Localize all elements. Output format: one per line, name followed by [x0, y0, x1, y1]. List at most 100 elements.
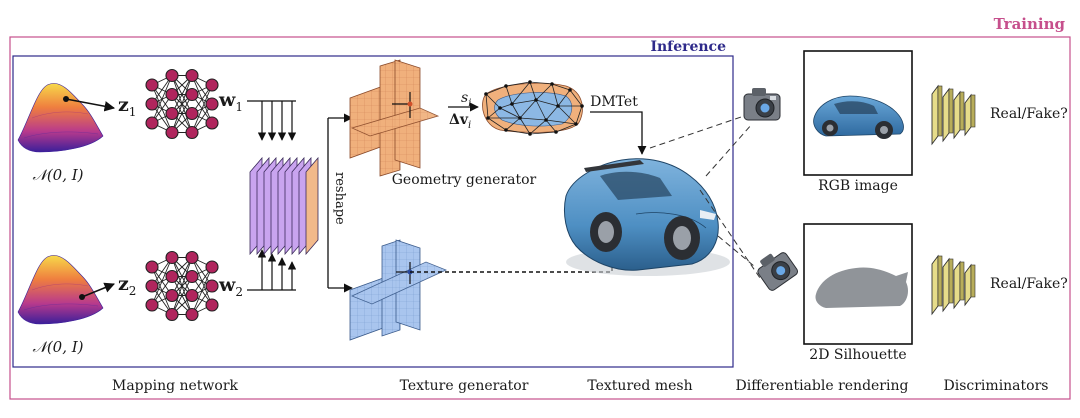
discriminator-layer	[953, 90, 961, 140]
nn-neuron	[145, 298, 159, 312]
mesh-edge	[505, 117, 521, 131]
nn-neuron	[205, 279, 219, 293]
mesh-edge	[535, 99, 559, 107]
mesh-edge	[529, 119, 547, 135]
mesh-vertex	[556, 104, 560, 108]
nn-edge	[151, 257, 173, 306]
mesh-edge	[551, 83, 571, 91]
mesh-edge	[545, 119, 577, 125]
nn-neuron	[205, 116, 219, 130]
mesh-edge	[519, 99, 537, 119]
mesh-edge	[529, 131, 557, 135]
discriminator-layer	[931, 254, 939, 316]
nn-neuron	[205, 260, 219, 274]
stage-discriminators: Discriminators	[944, 378, 1049, 394]
mesh-surface	[494, 92, 573, 127]
discriminator-layer	[942, 257, 950, 313]
nn-neuron	[145, 260, 159, 274]
mesh-vertex	[510, 102, 514, 106]
nn-neuron	[185, 68, 199, 83]
inference-label: Inference	[650, 39, 726, 55]
w2-arrows	[247, 249, 297, 291]
discriminator-layer-side	[959, 91, 965, 131]
nn-edge	[171, 257, 193, 296]
discriminator-top	[931, 84, 976, 146]
w2-label: w2	[218, 274, 243, 299]
real-fake-bottom-label: Real/Fake?	[990, 276, 1068, 292]
nn-neuron	[165, 307, 179, 322]
dmtet-label: DMTet	[590, 94, 638, 110]
discriminator-layer	[953, 260, 961, 310]
discriminator-layer-side	[970, 94, 976, 128]
discriminator-layer-side	[948, 258, 954, 304]
camera-bottom-icon	[757, 252, 798, 291]
nn-edge	[171, 94, 193, 133]
mapping-network-top	[145, 68, 219, 140]
z1-label: z1	[118, 94, 136, 119]
nn-neuron	[145, 78, 159, 92]
mesh-edge	[557, 89, 571, 107]
nn-neuron	[205, 298, 219, 312]
stage-mapping-network: Mapping network	[112, 378, 239, 394]
distribution-label-top: 𝒩(0, I)	[32, 166, 83, 184]
nn-neuron	[185, 269, 199, 284]
s-i-label: si	[461, 90, 471, 109]
mesh-edge	[535, 99, 547, 121]
gaussian-bottom	[17, 255, 104, 325]
nn-neuron	[185, 106, 199, 121]
inference-box	[12, 55, 734, 368]
nn-neuron	[185, 125, 199, 140]
triplane-texture	[349, 239, 448, 341]
nn-neuron	[165, 269, 179, 284]
nn-neuron	[145, 279, 159, 293]
gaussian-top	[17, 83, 104, 153]
mesh-vertex	[528, 80, 532, 84]
discriminator-layer-side	[937, 255, 943, 307]
mesh-vertex	[486, 116, 490, 120]
nn-edge	[191, 266, 213, 315]
nn-neuron	[185, 307, 199, 322]
arrow-gauss-z1	[65, 98, 116, 112]
nn-neuron	[185, 87, 199, 102]
discriminator-layer	[964, 93, 972, 137]
discriminator-layer-side	[970, 264, 976, 298]
mesh-vertex	[504, 128, 508, 132]
dmtet-arrow	[590, 111, 647, 155]
z2-label: z2	[118, 273, 136, 298]
nn-neuron	[165, 125, 179, 140]
mesh-vertex	[504, 84, 508, 88]
nn-neuron	[165, 288, 179, 303]
nn-neuron	[185, 288, 199, 303]
nn-edge	[171, 75, 193, 114]
discriminator-layer	[964, 263, 972, 307]
nn-neuron	[165, 250, 179, 265]
nn-neuron	[145, 116, 159, 130]
reshape-label: reshape	[332, 172, 347, 225]
discriminator-layer	[942, 87, 950, 143]
feature-stack	[249, 156, 319, 256]
nn-neuron	[145, 97, 159, 111]
nn-neuron	[165, 106, 179, 121]
arrow-gauss-z2	[81, 282, 115, 298]
mesh-edge	[485, 93, 501, 109]
mesh-edge	[529, 81, 553, 85]
geometry-generator-label: Geometry generator	[392, 172, 537, 188]
training-box	[9, 36, 1071, 400]
nn-edge	[171, 257, 193, 315]
mesh-vertex	[580, 104, 584, 108]
mesh-edge	[499, 103, 513, 109]
silhouette-shape	[815, 267, 908, 308]
mesh-edge	[511, 103, 521, 119]
nn-edge	[171, 276, 193, 315]
mesh-edge	[487, 117, 507, 131]
mesh-edge	[529, 81, 537, 101]
mesh-edge	[485, 85, 507, 95]
mesh-edge	[519, 117, 547, 121]
mesh-vertex	[574, 122, 578, 126]
mesh-vertex	[528, 132, 532, 136]
discriminator-layer-side	[959, 261, 965, 301]
mapping-network-bottom	[145, 250, 219, 322]
feature-plane	[305, 156, 319, 256]
